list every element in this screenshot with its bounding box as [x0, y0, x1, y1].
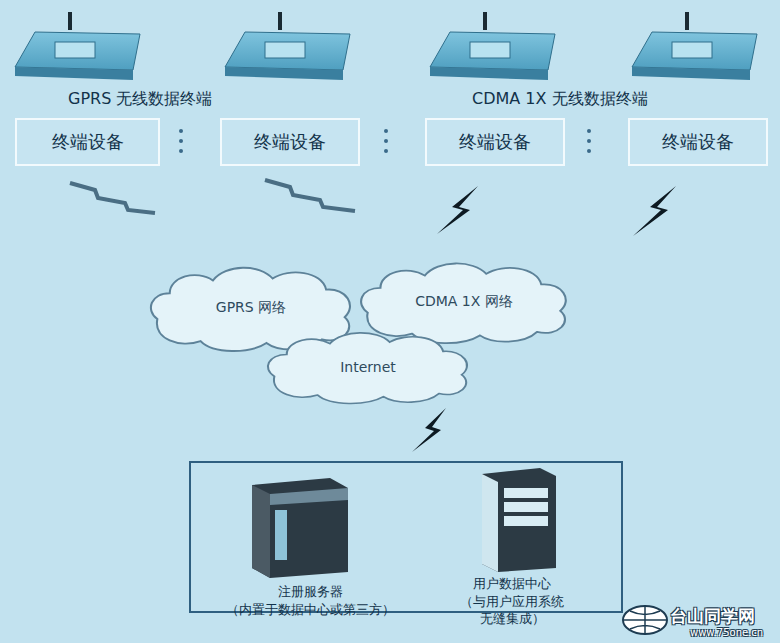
- node-text: （内置于数据中心或第三方）: [226, 601, 395, 619]
- system-frame: [190, 462, 622, 612]
- device-caption: GPRS 无线数据终端: [68, 89, 212, 110]
- node-text: 终端设备: [52, 130, 124, 154]
- terminal-box: 终端设备: [220, 118, 360, 166]
- node-text: CDMA 1X 网络: [415, 293, 513, 311]
- node-text: （与用户应用系统 无缝集成）: [429, 593, 595, 628]
- watermark: 台山同学网: [670, 605, 755, 628]
- server-label: 用户数据中心（与用户应用系统 无缝集成）: [429, 572, 595, 631]
- wireless-signal: [70, 180, 355, 213]
- node-text: 终端设备: [459, 130, 531, 154]
- device-caption: CDMA 1X 无线数据终端: [472, 89, 648, 110]
- node-text: 终端设备: [662, 130, 734, 154]
- network-cloud: CDMA 1X 网络: [355, 258, 573, 346]
- modem-device: [15, 12, 757, 80]
- node-text: 终端设备: [254, 130, 326, 154]
- network-cloud: Internet: [262, 328, 474, 406]
- server-icon: [482, 468, 556, 572]
- node-text: 注册服务器: [278, 583, 343, 601]
- node-text: GPRS 网络: [216, 299, 286, 317]
- server-label: 注册服务器（内置于数据中心或第三方）: [218, 580, 403, 621]
- server-icon: [252, 478, 348, 578]
- terminal-box: 终端设备: [628, 118, 768, 166]
- node-text: 用户数据中心: [473, 575, 551, 593]
- watermark: www.75one.cn: [690, 627, 763, 638]
- terminal-box: 终端设备: [425, 118, 565, 166]
- terminal-box: 终端设备: [15, 118, 160, 166]
- watermark-logo: [623, 606, 667, 634]
- node-text: Internet: [340, 359, 396, 375]
- network-cloud: GPRS 网络: [145, 262, 357, 354]
